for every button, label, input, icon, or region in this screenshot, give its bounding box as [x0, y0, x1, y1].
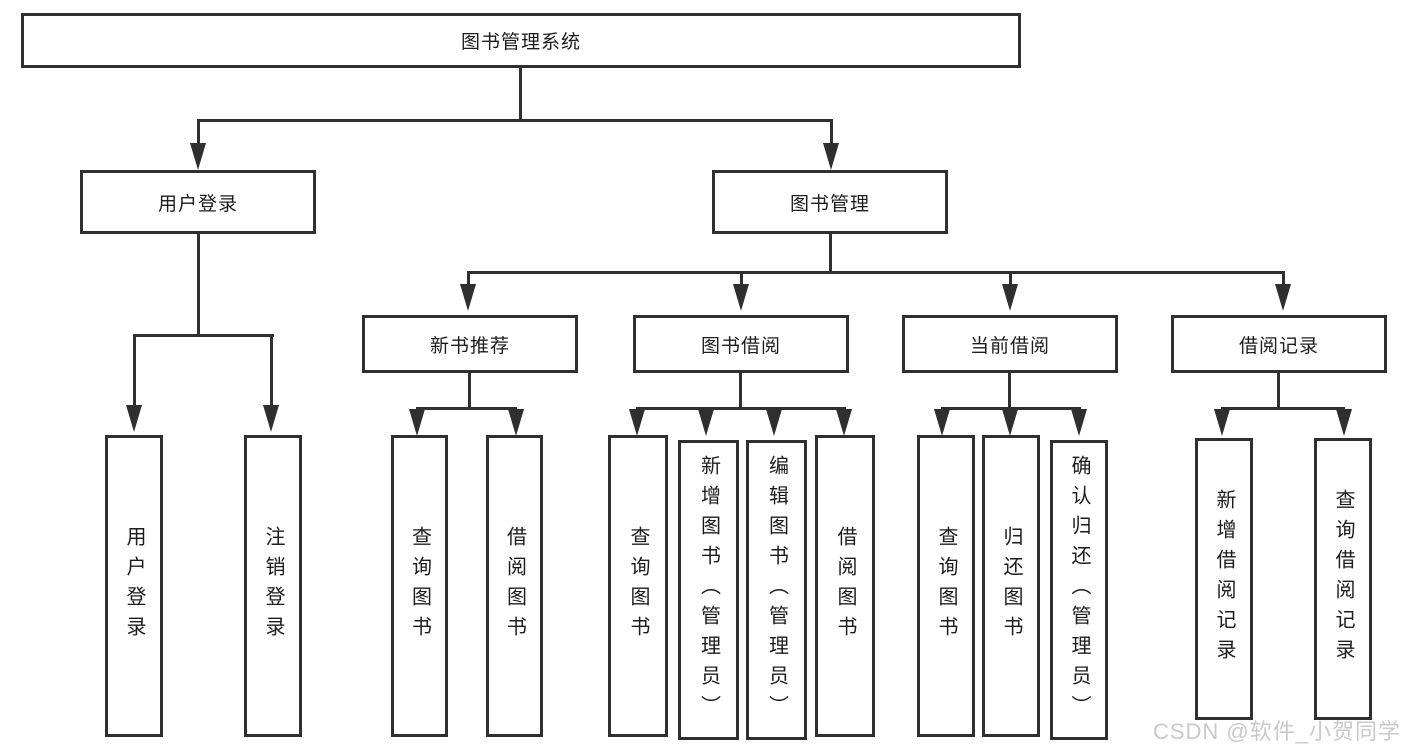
connector-line [197, 119, 833, 122]
arrowhead-icon [766, 409, 782, 436]
node-new-book-recommendation-label: 新书推荐 [429, 335, 510, 357]
connector-line [636, 407, 846, 410]
leaf-br-add-record: 新增借阅记录 [1195, 438, 1253, 720]
connector-line [197, 234, 200, 337]
arrowhead-icon [629, 409, 645, 436]
connector-line [941, 407, 1081, 410]
connector-line [416, 407, 517, 410]
leaf-logout: 注销登录 [244, 435, 302, 737]
connector-line [467, 271, 1284, 274]
arrowhead-icon [733, 284, 749, 311]
leaf-cb-query-books-label: 查询图书 [935, 526, 957, 646]
leaf-nb-query-books-label: 查询图书 [408, 526, 431, 646]
arrowhead-icon [409, 409, 425, 436]
connector-line [1277, 373, 1280, 410]
leaf-bb-borrow-books-label: 借阅图书 [834, 526, 856, 646]
connector-line [133, 334, 136, 406]
connector-line [519, 68, 522, 121]
node-current-borrowing-label: 当前借阅 [969, 335, 1050, 357]
node-current-borrowing: 当前借阅 [902, 315, 1118, 373]
leaf-cb-query-books: 查询图书 [917, 435, 975, 737]
arrowhead-icon [823, 143, 839, 170]
arrowhead-icon [126, 405, 142, 432]
node-borrowing-records-label: 借阅记录 [1238, 335, 1319, 357]
leaf-cb-confirm-return-admin: 确认归还（管理员） [1050, 440, 1108, 740]
connector-line [1009, 271, 1012, 285]
node-book-borrowing-label: 图书借阅 [700, 335, 781, 357]
leaf-user-login: 用户登录 [105, 435, 163, 737]
leaf-bb-add-book-admin-label: 新增图书（管理员） [697, 455, 720, 725]
arrowhead-icon [1002, 409, 1018, 436]
arrowhead-icon [1275, 284, 1291, 311]
leaf-br-query-record: 查询借阅记录 [1314, 438, 1372, 720]
arrowhead-icon [1336, 409, 1352, 436]
arrowhead-icon [698, 409, 714, 436]
connector-line [133, 334, 274, 337]
leaf-cb-confirm-return-admin-label: 确认归还（管理员） [1068, 455, 1090, 725]
connector-line [740, 271, 743, 285]
arrowhead-icon [1071, 409, 1087, 436]
arrowhead-icon [836, 409, 852, 436]
leaf-bb-edit-book-admin: 编辑图书（管理员） [746, 440, 807, 740]
leaf-bb-edit-book-admin-label: 编辑图书（管理员） [765, 455, 788, 725]
leaf-nb-query-books: 查询图书 [391, 435, 448, 737]
node-book-management: 图书管理 [712, 170, 948, 234]
leaf-logout-label: 注销登录 [262, 526, 284, 646]
arrowhead-icon [934, 409, 950, 436]
connector-line [270, 334, 273, 406]
node-root: 图书管理系统 [21, 13, 1021, 68]
arrowhead-icon [460, 284, 476, 311]
leaf-cb-return-books-label: 归还图书 [1000, 526, 1022, 646]
leaf-br-add-record-label: 新增借阅记录 [1213, 489, 1235, 669]
leaf-bb-query-books: 查询图书 [608, 435, 668, 737]
leaf-bb-borrow-books: 借阅图书 [815, 435, 875, 737]
node-root-label: 图书管理系统 [460, 32, 581, 53]
arrowhead-icon [190, 143, 206, 170]
node-borrowing-records: 借阅记录 [1171, 315, 1387, 373]
connector-line [468, 373, 471, 410]
connector-line [830, 119, 833, 145]
leaf-bb-query-books-label: 查询图书 [627, 526, 649, 646]
connector-line [197, 119, 200, 145]
leaf-bb-add-book-admin: 新增图书（管理员） [678, 440, 739, 740]
arrowhead-icon [263, 405, 279, 432]
connector-line [1221, 407, 1345, 410]
arrowhead-icon [1214, 409, 1230, 436]
connector-line [467, 271, 470, 285]
connector-line [829, 234, 832, 274]
leaf-nb-borrow-books: 借阅图书 [486, 435, 543, 737]
arrowhead-icon [508, 409, 524, 436]
leaf-cb-return-books: 归还图书 [982, 435, 1040, 737]
node-user-login-label: 用户登录 [157, 193, 238, 215]
leaf-nb-borrow-books-label: 借阅图书 [503, 526, 526, 646]
arrowhead-icon [1002, 284, 1018, 311]
connector-line [1008, 373, 1011, 410]
connector-line [1282, 271, 1285, 285]
node-new-book-recommendation: 新书推荐 [362, 315, 578, 373]
connector-line [739, 373, 742, 410]
node-book-management-label: 图书管理 [789, 193, 870, 215]
node-user-login: 用户登录 [80, 170, 316, 234]
leaf-br-query-record-label: 查询借阅记录 [1332, 489, 1354, 669]
watermark: CSDN @软件_小贺同学 [1152, 719, 1401, 744]
node-book-borrowing: 图书借阅 [633, 315, 849, 373]
leaf-user-login-label: 用户登录 [123, 526, 145, 646]
